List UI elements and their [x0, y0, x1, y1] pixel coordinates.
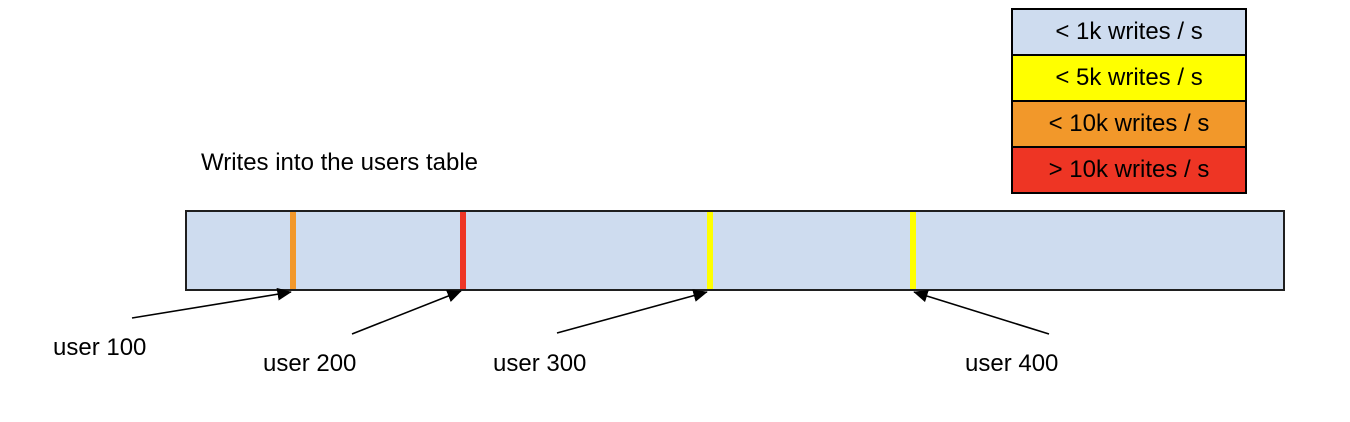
- arrow-user-300: [556, 289, 708, 334]
- bar-mark-user-300: [707, 212, 713, 289]
- legend-item-label: < 10k writes / s: [1048, 110, 1210, 137]
- legend-item-2: < 10k writes / s: [1011, 100, 1247, 148]
- legend-item-3: > 10k writes / s: [1011, 146, 1247, 194]
- bar-mark-user-100: [290, 212, 296, 289]
- bar-mark-user-200: [460, 212, 466, 289]
- legend-item-label: < 5k writes / s: [1055, 64, 1203, 91]
- user-label-user-300: user 300: [493, 350, 587, 377]
- users-table-bar: [185, 210, 1285, 291]
- legend-item-label: > 10k writes / s: [1048, 156, 1210, 183]
- arrow-user-100: [131, 287, 292, 319]
- user-label-user-200: user 200: [263, 350, 357, 377]
- legend: < 1k writes / s < 5k writes / s < 10k wr…: [1011, 8, 1247, 194]
- diagram-title: Writes into the users table: [201, 149, 479, 176]
- arrow-user-400: [913, 289, 1050, 335]
- legend-item-1: < 5k writes / s: [1011, 54, 1247, 102]
- legend-item-0: < 1k writes / s: [1011, 8, 1247, 56]
- bar-mark-user-400: [910, 212, 916, 289]
- legend-item-label: < 1k writes / s: [1055, 18, 1203, 45]
- arrow-user-200: [351, 290, 462, 335]
- user-label-user-100: user 100: [53, 334, 147, 361]
- user-label-user-400: user 400: [965, 350, 1059, 377]
